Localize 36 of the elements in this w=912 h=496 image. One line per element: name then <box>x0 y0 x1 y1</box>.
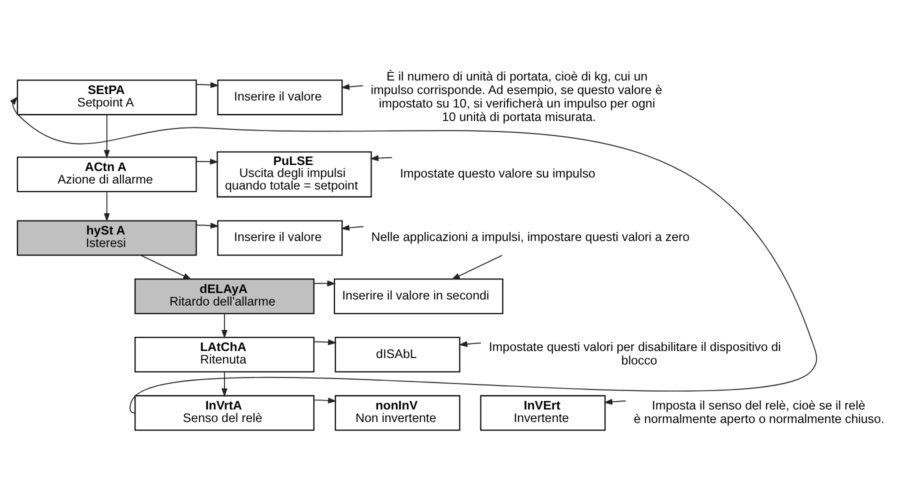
node-box: dISAbL <box>334 336 460 372</box>
node-box: InVErt Invertente <box>480 394 606 430</box>
arrow <box>604 398 626 404</box>
node-text: Imposta il senso del relè, cioè se il relè è normalmente aperto o normalmente chiuso. <box>634 398 884 426</box>
arrow <box>458 340 482 347</box>
arrow <box>196 158 219 164</box>
node-box: Inserire il valore <box>217 220 343 256</box>
node-box: Inserire il valore in secondi <box>334 278 504 314</box>
arrow <box>104 114 110 158</box>
arrow <box>314 338 337 345</box>
node-text: È il numero di unità di portata, cioè di kg, cui un impulso corrisponde. Ad esempio, se questo valore è impostato su 10, si verificherà un impulso per ogni 10 unità di portata misurata. <box>370 69 662 124</box>
arrow <box>196 222 220 228</box>
node-box: Inserire il valore <box>217 79 343 115</box>
node-box: PuLSE Uscita degli impulsi quando totale = setpoint <box>216 150 372 197</box>
arrow <box>140 254 192 280</box>
arrow <box>196 82 220 88</box>
arrow <box>451 254 503 280</box>
arrow <box>340 224 364 230</box>
node-box: LAtChA Ritenuta <box>134 336 314 372</box>
arrow <box>370 154 393 161</box>
arrow <box>221 370 228 396</box>
arrow <box>340 83 364 90</box>
node-box: hySt A Isteresi <box>16 220 197 256</box>
node-text: Impostate questi valori per disabilitare il dispositivo di blocco <box>488 340 781 368</box>
node-text: Nelle applicazioni a impulsi, impostare questi valori a zero <box>371 230 690 244</box>
arrow <box>221 312 228 338</box>
node-box: SEtPA Setpoint A <box>16 79 197 115</box>
arrow <box>10 96 818 413</box>
arrow <box>314 397 337 404</box>
node-box: InVrtA Senso del relè <box>134 394 314 430</box>
arrow <box>104 190 110 222</box>
node-box: dELAyA Ritardo dell'allarme <box>134 278 314 314</box>
arrow <box>313 280 336 286</box>
node-box: nonInV Non invertente <box>334 394 460 430</box>
node-text: Impostate questo valore su impulso <box>400 166 596 180</box>
node-box: ACtn A Azione di allarme <box>16 156 197 192</box>
